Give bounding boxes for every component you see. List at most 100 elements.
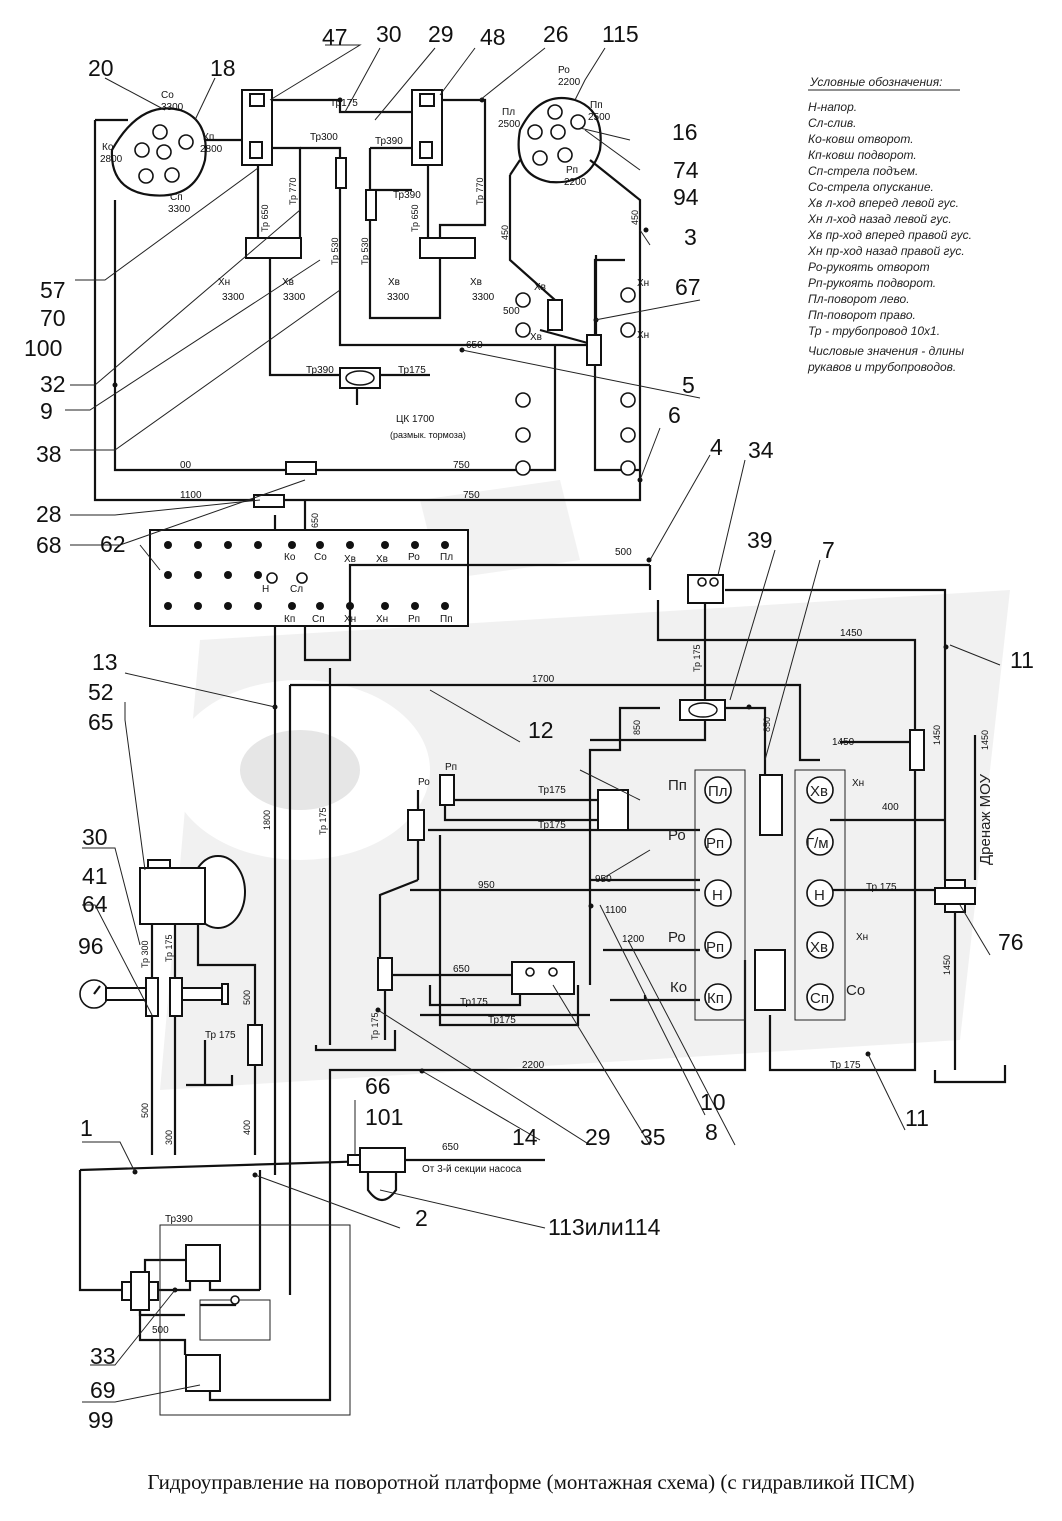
label: Со <box>846 982 865 999</box>
label: Тр175 <box>398 365 426 376</box>
label: Рп <box>566 165 578 176</box>
valve-lower-33 <box>121 1224 351 1416</box>
label: 650 <box>442 1142 459 1153</box>
label: Хв <box>470 277 482 288</box>
shuttle-valve <box>339 367 381 389</box>
callout: 20 <box>88 55 114 81</box>
callout: 47 <box>322 24 348 50</box>
label: 2200 <box>564 177 587 188</box>
label: Тр390 <box>306 365 334 376</box>
label: ЦК 1700 <box>396 414 435 425</box>
callout: 115 <box>602 21 639 47</box>
label: 2800 <box>200 144 223 155</box>
label: Тр 650 <box>410 204 420 232</box>
callout: 11 <box>905 1105 929 1131</box>
label: Хв <box>344 554 356 565</box>
label: Г/м <box>806 835 829 852</box>
label: Ро <box>668 827 686 844</box>
label: 3300 <box>283 292 306 303</box>
callout: 38 <box>36 441 62 467</box>
label: 1450 <box>932 725 942 745</box>
label: 1450 <box>832 737 855 748</box>
leader-lines <box>65 44 1001 1403</box>
label: 3300 <box>168 204 191 215</box>
label: Тр175 <box>538 820 566 831</box>
legend: Условные обозначения: Н-напор. Сл-слив. … <box>807 75 972 374</box>
label: Тр390 <box>375 136 403 147</box>
label: Тр 650 <box>260 204 270 232</box>
callout: 35 <box>640 1124 666 1150</box>
label: Тр 175 <box>692 644 702 672</box>
callout: 100 <box>24 335 62 361</box>
label: 750 <box>463 490 480 501</box>
label: 450 <box>500 225 510 240</box>
callout: 57 <box>40 277 66 303</box>
legend-item: Тр - трубопровод 10х1. <box>808 324 940 338</box>
label: 1200 <box>622 934 645 945</box>
label: 2200 <box>522 1060 545 1071</box>
callout: 14 <box>512 1124 538 1150</box>
label: 300 <box>164 1130 174 1145</box>
callout: 94 <box>673 184 699 210</box>
callout: 29 <box>585 1124 611 1150</box>
label: 1800 <box>262 810 272 830</box>
callout: 62 <box>100 531 126 557</box>
label: Рп <box>445 762 457 773</box>
pedal-valve-47 <box>241 89 302 259</box>
callout: 32 <box>40 371 66 397</box>
label: 1450 <box>840 628 863 639</box>
legend-item: Со-стрела опускание. <box>808 180 934 194</box>
label: Тр390 <box>393 190 421 201</box>
label: 950 <box>595 874 612 885</box>
label: Хв <box>810 783 828 800</box>
label: Тр 175 <box>370 1012 380 1040</box>
callout: 52 <box>88 679 114 705</box>
connector-panel-62 <box>149 529 469 627</box>
label: Хв <box>282 277 294 288</box>
label: 00 <box>180 460 192 471</box>
legend-item: Хн пр-ход назад правой гус. <box>807 244 965 258</box>
label: 3300 <box>472 292 495 303</box>
legend-item: Пл-поворот лево. <box>808 292 910 306</box>
label: Сл <box>290 584 303 595</box>
label: 1450 <box>980 730 990 750</box>
callout: 33 <box>90 1343 116 1369</box>
callout: 26 <box>543 21 569 47</box>
callout: 18 <box>210 55 236 81</box>
callout: 41 <box>82 863 108 889</box>
pressure-gauge-96 <box>79 977 263 1066</box>
callout: 7 <box>822 537 835 563</box>
label: Пп <box>440 614 453 625</box>
callout: 67 <box>675 274 701 300</box>
label: Н <box>712 887 723 904</box>
legend-item: Хв л-ход вперед левой гус. <box>807 196 959 210</box>
label: 2500 <box>588 112 611 123</box>
label: Хн <box>637 330 649 341</box>
label: От 3-й секции насоса <box>422 1164 522 1175</box>
label: Кп <box>203 132 214 143</box>
callout: 99 <box>88 1407 114 1433</box>
callout: 66 <box>365 1073 391 1099</box>
label: Тр175 <box>460 997 488 1008</box>
label: 850 <box>632 720 642 735</box>
label: Сп <box>170 192 183 203</box>
label: Сп <box>312 614 325 625</box>
watermark-logo <box>160 480 1010 1090</box>
label: Рп <box>408 614 420 625</box>
label: Тр175 <box>488 1015 516 1026</box>
label: Тр 530 <box>330 237 340 265</box>
label: 500 <box>615 547 632 558</box>
label: Н <box>262 584 269 595</box>
left-joystick-20 <box>110 107 207 197</box>
label: 2500 <box>498 119 521 130</box>
callout: 34 <box>748 437 774 463</box>
legend-item: Пп-поворот право. <box>808 308 916 322</box>
callout: 39 <box>747 527 773 553</box>
label: Хв <box>376 554 388 565</box>
label: 650 <box>466 340 483 351</box>
label: 2800 <box>100 154 123 165</box>
label: 1100 <box>605 905 627 916</box>
legend-item: Сл-слив. <box>808 116 856 130</box>
callout: 2 <box>415 1205 428 1231</box>
